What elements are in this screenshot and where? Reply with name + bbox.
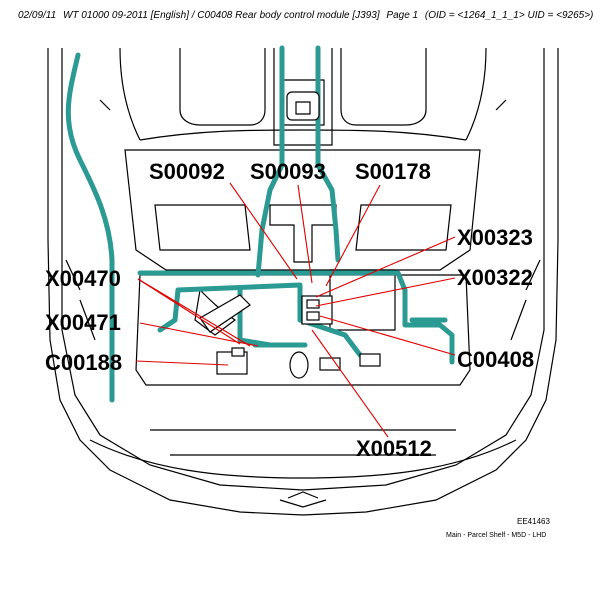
label-s00178: S00178 [355, 159, 431, 184]
label-c00188: C00188 [45, 350, 122, 375]
rear-module-plug-upper [306, 299, 320, 309]
lamp-bulb [295, 101, 311, 115]
figure-caption: Main - Parcel Shelf - M5D - LHD [446, 532, 546, 539]
rear-module-plug-lower [306, 311, 320, 321]
bracket [199, 294, 251, 333]
label-x00470: X00470 [45, 266, 121, 291]
label-x00471: X00471 [45, 310, 121, 335]
label-x00323: X00323 [457, 225, 533, 250]
callout-labels: S00092 S00093 S00178 X00323 X00322 X0047… [45, 159, 534, 461]
header-date: 02/09/11 [18, 10, 57, 21]
label-s00093: S00093 [250, 159, 326, 184]
wiring-harness [65, 45, 455, 403]
label-c00408: C00408 [457, 347, 534, 372]
header-ids: (OID = <1264_1_1_1> UID = <9265>) [424, 10, 594, 21]
label-x00322: X00322 [457, 265, 533, 290]
car-outline [47, 47, 559, 516]
header-page: Page 1 [386, 10, 419, 21]
label-x00512: X00512 [356, 436, 432, 461]
connector-right [359, 353, 381, 367]
round-component [289, 351, 309, 379]
label-s00092: S00092 [149, 159, 225, 184]
c00188-connector [231, 347, 245, 357]
document-header: 02/09/11 WT 01000 09-2011 [English] / C0… [18, 10, 597, 21]
figure-code: EE41463 [517, 517, 550, 526]
leader-lines [135, 182, 456, 438]
header-doc: WT 01000 09-2011 [English] / C00408 Rear… [62, 10, 380, 21]
connector-x00512 [319, 357, 341, 371]
